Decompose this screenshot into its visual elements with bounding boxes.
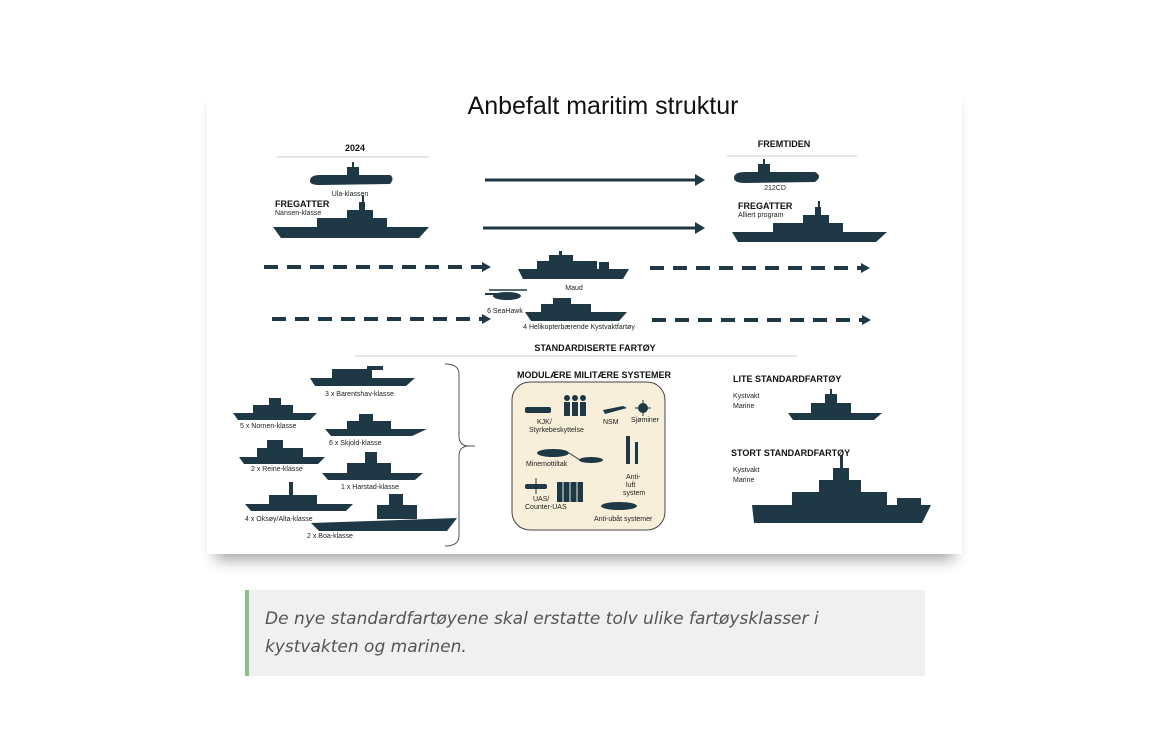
diagram-title: Anbefalt maritim struktur	[468, 92, 739, 120]
air-defense-missile-icon	[626, 436, 638, 464]
diagram-figure: Anbefalt maritim struktur 2024 FREMTIDEN…	[207, 80, 962, 554]
frigate-right-sub: Alliert program	[738, 212, 784, 219]
ula-label: Ula-klassen	[332, 191, 369, 198]
standard-header: STANDARDISERTE FARTØY	[534, 343, 655, 353]
fleet-label-6: 2 x Boa-klasse	[307, 533, 353, 540]
maud-ship	[518, 251, 629, 279]
lite-line-2: Marine	[733, 403, 755, 410]
fleet-label-3: 2 x Reine-klasse	[251, 466, 303, 473]
col-right-header: FREMTIDEN	[758, 139, 811, 149]
arrow-submarine	[485, 174, 705, 186]
minemot-label: Minemottiltak	[526, 461, 568, 468]
ula-submarine	[310, 162, 393, 185]
col-left-header: 2024	[345, 143, 365, 153]
antiluft-label-2: luft	[626, 482, 635, 489]
seahawk-label: 6 SeaHawk	[487, 308, 523, 315]
fleet-label-4: 1 x Harstad-klasse	[341, 484, 399, 491]
diagram-canvas: Anbefalt maritim struktur 2024 FREMTIDEN…	[233, 92, 931, 547]
oksoy-ship	[245, 482, 353, 511]
stort-standard-ship	[752, 455, 931, 523]
nansen-frigate	[273, 195, 429, 238]
fleet-label-1: 5 x Nornen-klasse	[240, 423, 297, 430]
uas-drone-icon	[525, 478, 547, 494]
harstad-ship	[322, 452, 423, 480]
reine-ship	[239, 440, 325, 464]
frigate-right-header: FREGATTER	[738, 201, 793, 211]
stort-line-1: Kystvakt	[733, 467, 760, 474]
barentshav-ship	[310, 366, 415, 386]
antiluft-label-3: system	[623, 490, 645, 497]
mine-countermeasure-icon	[537, 449, 603, 463]
u212-submarine	[734, 159, 819, 183]
antiluft-label-1: Anti-	[626, 474, 641, 481]
lite-header: LITE STANDARDFARTØY	[733, 374, 841, 384]
boa-ship	[311, 494, 457, 531]
nsm-missile-icon	[603, 406, 627, 414]
kystvakt-ship	[525, 298, 627, 321]
arrow-frigate	[483, 222, 705, 234]
sjominer-label: Sjøminer	[631, 417, 660, 424]
caption-text: De nye standardfartøyene skal erstatte t…	[265, 609, 819, 657]
kjk-label: KJK/	[537, 419, 552, 426]
dashed-arrow-kv-right	[652, 315, 871, 325]
image-caption: De nye standardfartøyene skal erstatte t…	[245, 590, 925, 676]
kystvakt-label: 4 Helikopterbærende Kystvaktfartøy	[523, 324, 635, 331]
nsm-label: NSM	[603, 419, 619, 426]
nornen-ship	[233, 398, 317, 420]
uas-label-2: Counter-UAS	[525, 504, 567, 511]
stort-header: STORT STANDARDFARTØY	[731, 448, 850, 458]
lite-line-1: Kystvakt	[733, 393, 760, 400]
dashed-arrow-maud-left	[264, 262, 491, 272]
kjk-label-2: Styrkebeskyttelse	[529, 427, 584, 434]
stort-line-2: Marine	[733, 477, 755, 484]
maud-label: Maud	[565, 285, 583, 292]
fleet-label-5: 4 x Oksøy/Alta-klasse	[245, 516, 313, 523]
antiubat-label: Anti-ubåt systemer	[594, 515, 653, 523]
modules-box	[511, 381, 666, 531]
container-icon	[557, 482, 583, 502]
seahawk-helicopter	[485, 289, 527, 300]
frigate-left-sub: Nansen-klasse	[275, 210, 321, 217]
skjold-ship	[325, 414, 427, 436]
fleet-label-0: 3 x Barentshav-klasse	[325, 391, 394, 398]
modules-title: MODULÆRE MILITÆRE SYSTEMER	[517, 370, 672, 380]
lite-standard-ship	[788, 389, 882, 420]
anti-submarine-icon	[601, 502, 637, 510]
dashed-arrow-kv-left	[272, 314, 491, 324]
dashed-arrow-maud-right	[650, 263, 870, 273]
sea-mine-icon	[635, 400, 651, 416]
frigate-left-header: FREGATTER	[275, 199, 330, 209]
future-frigate	[732, 201, 887, 242]
kjk-soldiers-icon	[525, 395, 586, 416]
fleet-label-2: 6 x Skjold-klasse	[329, 440, 382, 447]
u212-label: 212CD	[764, 185, 786, 192]
uas-label-1: UAS/	[533, 496, 549, 503]
